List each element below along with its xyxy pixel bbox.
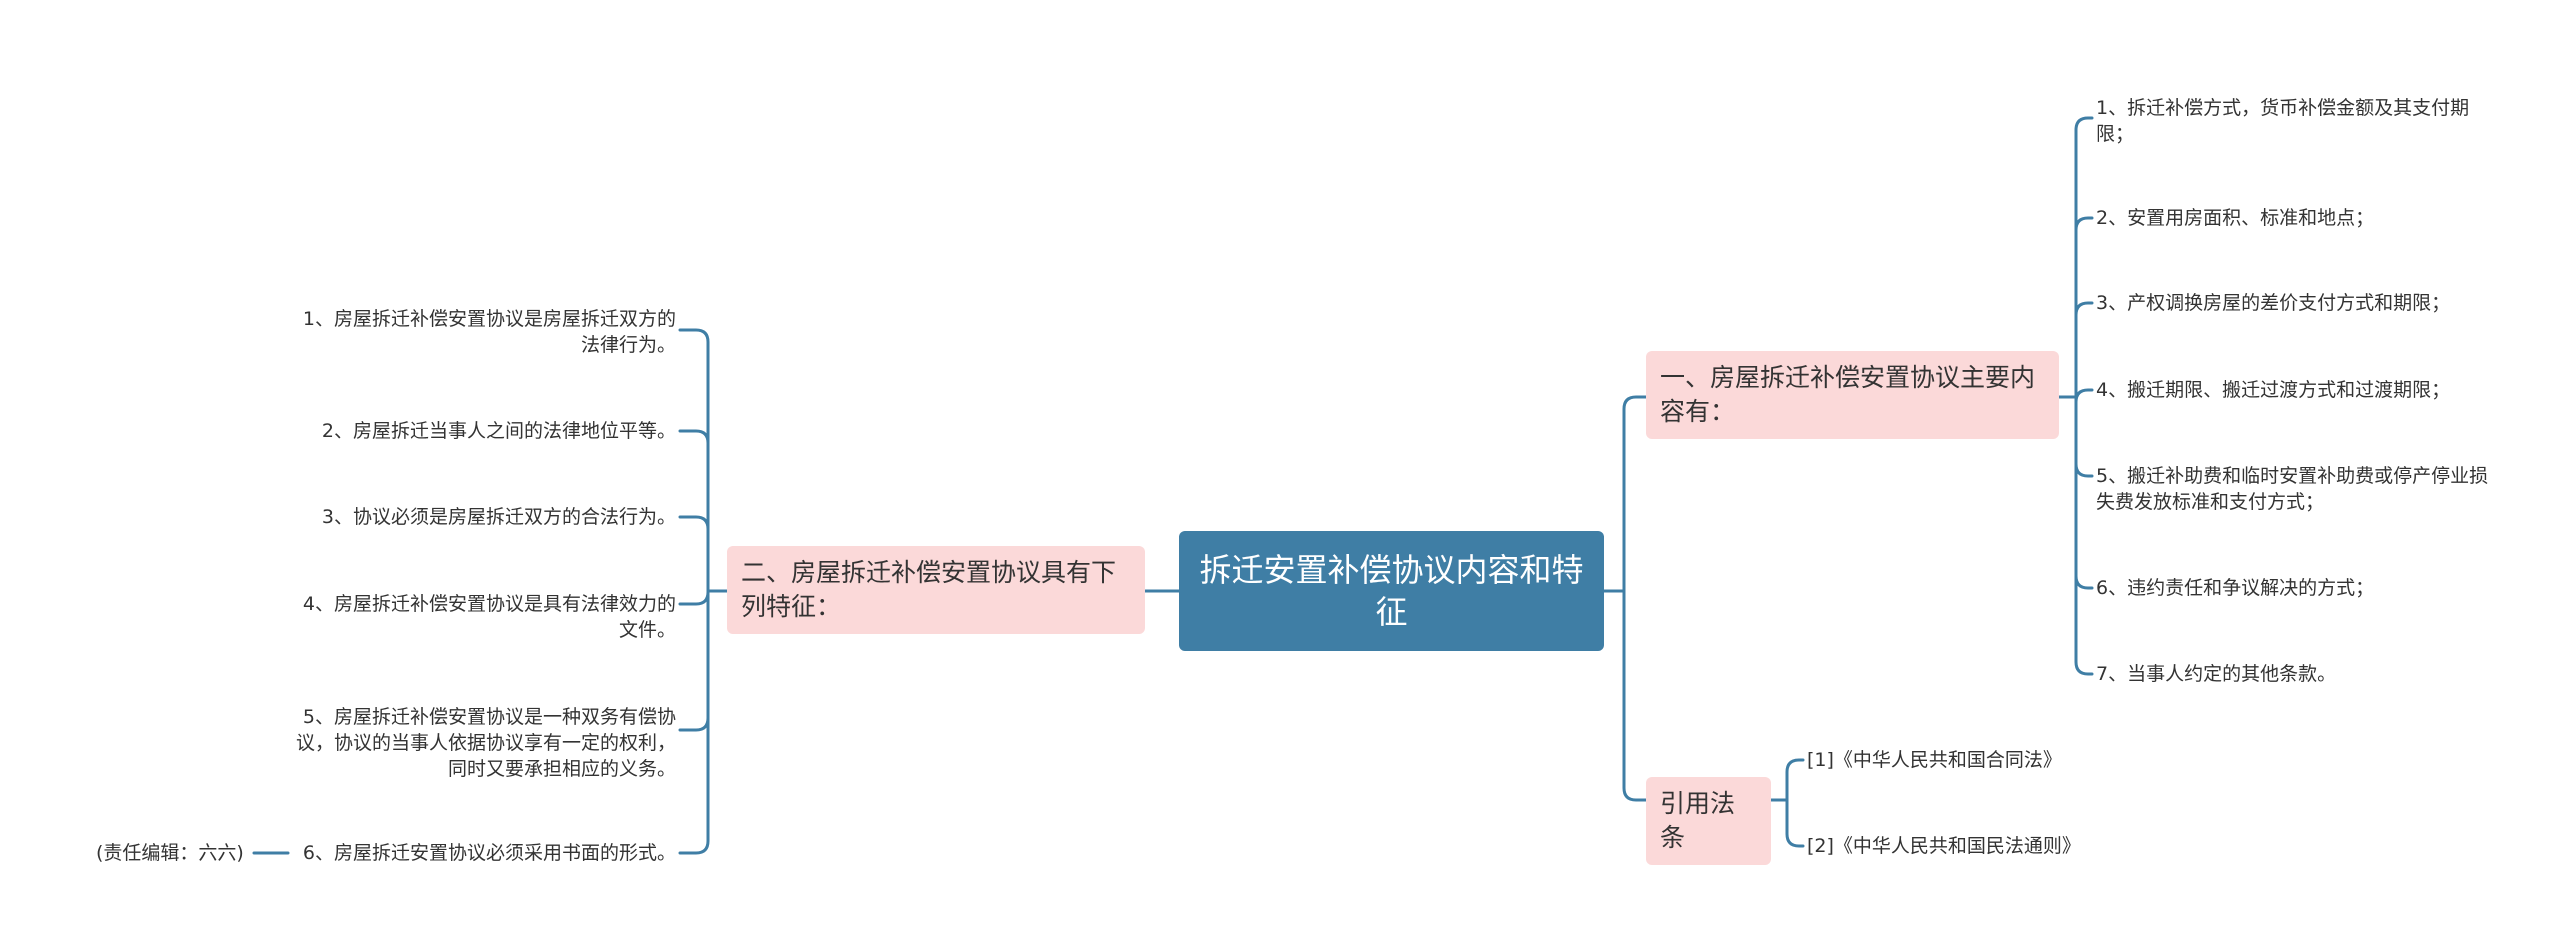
contents-item-2[interactable]: 2、安置用房面积、标准和地点； <box>2096 207 2375 229</box>
central-right-connector-2 <box>1602 589 1648 802</box>
branch-features-label: 二、房屋拆迁补偿安置协议具有下列特征： <box>741 558 1117 621</box>
features-item-2[interactable]: 2、房屋拆迁当事人之间的法律地位平等。 <box>321 420 676 442</box>
contents-item-7[interactable]: 7、当事人约定的其他条款。 <box>2096 663 2337 685</box>
reference-item-1[interactable]: [1]《中华人民共和国合同法》 <box>1807 749 2062 771</box>
features-connector-1 <box>678 328 729 593</box>
features-connector-2 <box>678 429 729 593</box>
features-item-1[interactable]: 1、房屋拆迁补偿安置协议是房屋拆迁双方的法律行为。 <box>302 308 676 356</box>
references-connector-1 <box>1769 758 1805 802</box>
contents-item-6[interactable]: 6、违约责任和争议解决的方式； <box>2096 577 2375 599</box>
reference-item-2[interactable]: [2]《中华人民共和国民法通则》 <box>1807 835 2081 857</box>
branch-references[interactable]: 引用法条 <box>1646 777 1771 865</box>
contents-connector-3 <box>2057 301 2094 399</box>
central-topic[interactable]: 拆迁安置补偿协议内容和特征 <box>1179 531 1604 651</box>
contents-connector-2 <box>2057 216 2094 399</box>
features-connector-3 <box>678 515 729 593</box>
features-connector-5 <box>678 589 729 732</box>
branch-features[interactable]: 二、房屋拆迁补偿安置协议具有下列特征： <box>727 546 1145 634</box>
features-item-3[interactable]: 3、协议必须是房屋拆迁双方的合法行为。 <box>321 506 676 528</box>
editor-note: (责任编辑：六六) <box>96 842 244 864</box>
contents-item-5[interactable]: 5、搬迁补助费和临时安置补助费或停产停业损失费发放标准和支付方式； <box>2096 465 2489 513</box>
central-right-connector-1 <box>1602 395 1648 593</box>
branch-main-contents-label: 一、房屋拆迁补偿安置协议主要内容有： <box>1660 363 2036 426</box>
features-item-6[interactable]: 6、房屋拆迁安置协议必须采用书面的形式。 <box>302 842 676 864</box>
contents-connector-1 <box>2057 116 2094 399</box>
references-connector-2 <box>1769 798 1805 848</box>
contents-item-4[interactable]: 4、搬迁期限、搬迁过渡方式和过渡期限； <box>2096 379 2451 401</box>
features-item-5[interactable]: 5、房屋拆迁补偿安置协议是一种双务有偿协议，协议的当事人依据协议享有一定的权利，… <box>295 706 676 780</box>
branch-references-label: 引用法条 <box>1660 789 1736 852</box>
features-item-4[interactable]: 4、房屋拆迁补偿安置协议是具有法律效力的文件。 <box>302 593 676 641</box>
branch-main-contents[interactable]: 一、房屋拆迁补偿安置协议主要内容有： <box>1646 351 2059 439</box>
features-connector-4 <box>678 589 729 606</box>
features-connector-6 <box>678 589 729 855</box>
contents-item-3[interactable]: 3、产权调换房屋的差价支付方式和期限； <box>2096 292 2451 314</box>
central-topic-label: 拆迁安置补偿协议内容和特征 <box>1199 551 1584 631</box>
contents-connector-7 <box>2057 395 2094 676</box>
contents-item-1[interactable]: 1、拆迁补偿方式，货币补偿金额及其支付期限； <box>2096 97 2470 145</box>
